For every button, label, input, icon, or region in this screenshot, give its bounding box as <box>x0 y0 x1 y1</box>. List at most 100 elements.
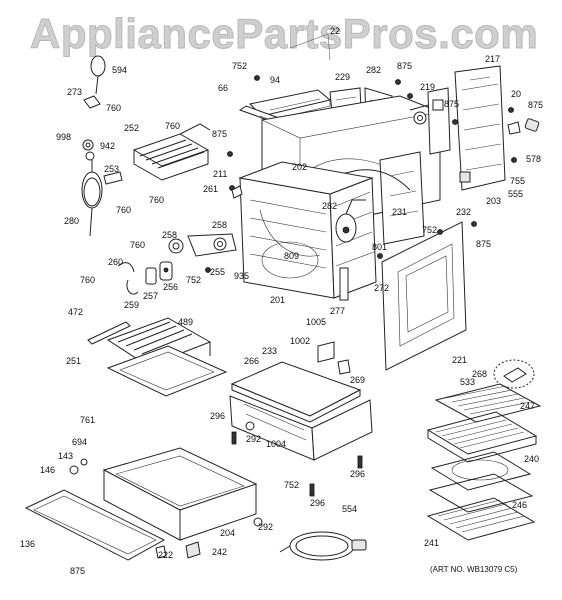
part-255-bracket <box>187 233 237 257</box>
label-204: 204 <box>220 528 236 538</box>
part-266-drawer-frame <box>229 395 373 461</box>
label-241: 241 <box>424 538 440 548</box>
label-231: 231 <box>392 207 408 217</box>
label-261: 261 <box>203 184 219 194</box>
label-20: 20 <box>511 89 522 99</box>
label-760: 760 <box>165 121 181 131</box>
part-258-gasket-a <box>168 238 184 254</box>
top-leaders <box>289 33 331 61</box>
label-257: 257 <box>143 291 159 301</box>
label-246: 246 <box>512 500 528 510</box>
label-555: 555 <box>508 189 524 199</box>
watermark-logo: AppliancePartsPros.com <box>29 10 539 58</box>
label-809: 809 <box>284 251 300 261</box>
part-222-clip <box>155 545 167 559</box>
label-292: 292 <box>258 522 274 532</box>
part-231-side-panel <box>379 151 425 245</box>
part-489-heat-shield <box>106 345 228 397</box>
label-256: 256 <box>163 282 179 292</box>
label-277: 277 <box>330 306 346 316</box>
label-875: 875 <box>444 99 460 109</box>
part-146-bumper <box>69 465 79 475</box>
label-146: 146 <box>40 465 56 475</box>
art-number: (ART NO. WB13079 C5) <box>430 565 518 574</box>
part-219-side-bracket <box>427 87 451 155</box>
label-694: 694 <box>72 437 88 447</box>
label-252: 252 <box>124 123 140 133</box>
label-489: 489 <box>178 317 194 327</box>
part-233-bottom-panel <box>230 361 362 423</box>
label-875: 875 <box>476 239 492 249</box>
label-201: 201 <box>270 295 286 305</box>
part-240-rack <box>430 451 532 491</box>
part-268-detail-circle <box>493 359 535 389</box>
part-554-power-cord <box>279 531 367 561</box>
label-760: 760 <box>149 195 165 205</box>
part-533-oven-rack <box>434 383 542 423</box>
label-266: 266 <box>244 356 260 366</box>
part-555-terminal-block <box>459 171 471 183</box>
part-269-clip <box>337 359 351 375</box>
label-578: 578 <box>526 154 542 164</box>
label-554: 554 <box>342 504 358 514</box>
part-143-bumper <box>80 458 88 466</box>
part-247-roller-rack <box>426 411 538 463</box>
part-259-clip <box>126 279 139 295</box>
label-273: 273 <box>67 87 83 97</box>
label-292: 292 <box>246 434 262 444</box>
label-296: 296 <box>210 411 226 421</box>
label-136: 136 <box>20 539 36 549</box>
part-261-clip <box>231 185 243 199</box>
label-472: 472 <box>68 307 84 317</box>
label-260: 260 <box>108 257 124 267</box>
part-242-glide <box>185 541 201 559</box>
label-875: 875 <box>70 566 86 576</box>
part-801-sensor <box>335 199 366 243</box>
label-935: 935 <box>234 271 250 281</box>
part-241-oven-rack <box>426 497 536 541</box>
label-761: 761 <box>80 415 96 425</box>
label-259: 259 <box>124 300 140 310</box>
label-760: 760 <box>106 103 122 113</box>
part-998-nut <box>82 139 94 151</box>
part-472-rod <box>87 321 131 345</box>
label-251: 251 <box>66 356 82 366</box>
label-247: 247 <box>520 401 536 411</box>
label-875: 875 <box>528 100 544 110</box>
part-1002-bracket <box>317 341 335 363</box>
label-233: 233 <box>262 346 278 356</box>
label-219: 219 <box>420 82 436 92</box>
label-280: 280 <box>64 216 80 226</box>
part-578-plug <box>524 118 540 132</box>
label-22: 22 <box>330 26 341 36</box>
part-252-broil-element <box>132 123 211 181</box>
label-202: 202 <box>292 162 308 172</box>
label-594: 594 <box>112 65 128 75</box>
label-760: 760 <box>80 275 96 285</box>
label-282: 282 <box>322 201 338 211</box>
label-222: 222 <box>158 550 174 560</box>
label-232: 232 <box>456 207 472 217</box>
part-292-grommet-a <box>245 421 255 431</box>
label-255: 255 <box>210 267 226 277</box>
part-257-igniter <box>145 267 157 285</box>
label-258: 258 <box>212 220 228 230</box>
part-942-nut <box>85 151 95 161</box>
label-66: 66 <box>218 83 229 93</box>
label-282: 282 <box>366 65 382 75</box>
label-1005: 1005 <box>306 317 327 327</box>
part-253-bracket <box>103 171 123 185</box>
part-594-thermostat-bulb <box>90 55 106 95</box>
part-217-back-panel <box>454 65 506 191</box>
part-256-valve <box>159 261 173 281</box>
label-875: 875 <box>212 129 228 139</box>
part-277-bracket <box>339 267 349 301</box>
label-296: 296 <box>310 498 326 508</box>
label-760: 760 <box>116 205 132 215</box>
label-242: 242 <box>212 547 228 557</box>
part-260-wire <box>117 262 135 273</box>
part-273-clip <box>83 95 101 109</box>
label-221: 221 <box>452 355 468 365</box>
